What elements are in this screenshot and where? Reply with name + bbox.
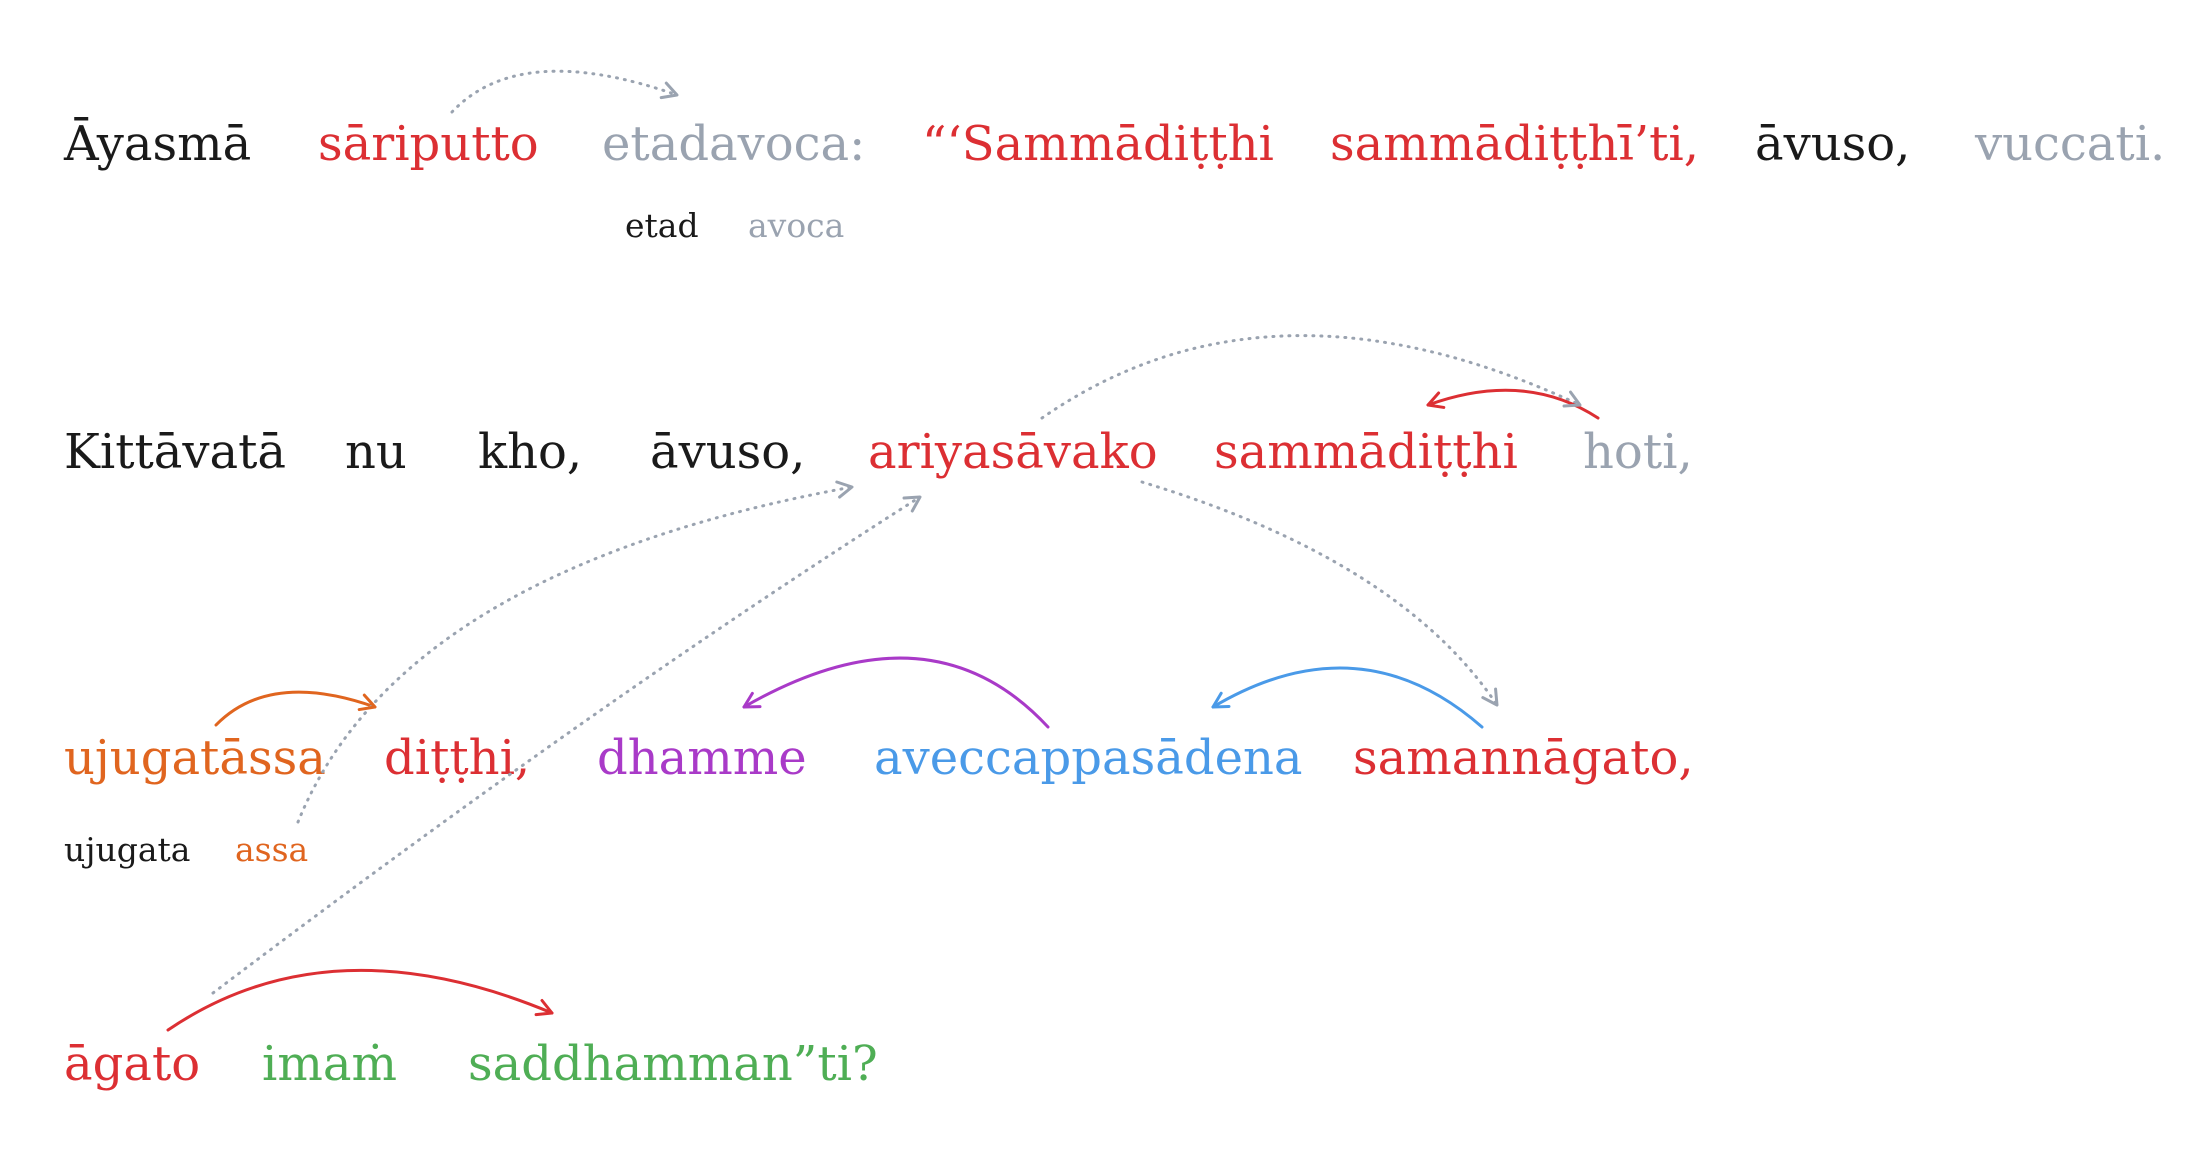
arrowhead-5: [357, 693, 377, 712]
word-kittavata: Kittāvatā: [64, 424, 287, 480]
word-sariputto: sāriputto: [318, 116, 539, 172]
word-dhamme: dhamme: [597, 730, 807, 786]
word-samannagato: samannāgato,: [1353, 730, 1694, 786]
arrowhead-1: [659, 81, 679, 100]
word-sammaditthi: sammādiṭṭhi: [1214, 424, 1518, 480]
arrowhead-3: [1426, 391, 1446, 409]
word-saddhammanti: saddhamman”ti?: [468, 1036, 878, 1092]
word-kho: kho,: [478, 424, 583, 480]
arrowhead-7: [742, 691, 762, 709]
arrowhead-9: [902, 495, 922, 513]
arc-ariyasavako-hoti: [1040, 334, 1582, 420]
arrowhead-6: [835, 480, 854, 499]
arrowhead-4: [1481, 687, 1499, 707]
arc-ujugatassa-ditthi: [214, 690, 377, 727]
subword-avoca: avoca: [748, 206, 845, 245]
arrowhead-8: [1211, 691, 1231, 709]
arc-dhamme-aveccappasadena: [742, 656, 1050, 729]
arrowhead-10: [534, 999, 554, 1017]
word-avuso-1: āvuso,: [1755, 116, 1911, 172]
word-avuso-2: āvuso,: [650, 424, 806, 480]
arc-aveccappasadena-samannagato: [1211, 666, 1484, 729]
word-imam: imaṁ: [262, 1036, 397, 1092]
arrowhead-2: [1562, 390, 1582, 408]
word-agato: āgato: [64, 1036, 201, 1092]
word-aveccappasadena: aveccappasādena: [874, 730, 1303, 786]
word-ditthi: diṭṭhi,: [384, 730, 531, 786]
word-etadavoca: etadavoca:: [602, 116, 866, 172]
arc-assa-ariyasavako: [296, 485, 854, 824]
word-sammaditthiti: sammādiṭṭhī’ti,: [1330, 116, 1699, 172]
word-hoti: hoti,: [1583, 424, 1693, 480]
arc-ariyasavako-samannagato: [1140, 480, 1499, 707]
arc-agato-ariyasavako: [211, 495, 922, 995]
subword-ujugata: ujugata: [64, 830, 191, 869]
word-ariyasavako: ariyasāvako: [868, 424, 1158, 480]
arc-agato-saddhammanti: [166, 968, 554, 1032]
subword-assa: assa: [235, 830, 309, 869]
arc-sariputto-etadavoca: [450, 69, 679, 114]
word-ayasma: Āyasmā: [64, 116, 252, 172]
word-ujugatassa: ujugatāssa: [64, 730, 326, 786]
subword-etad: etad: [625, 206, 699, 245]
word-sammaditthi-quote: “‘Sammādiṭṭhi: [922, 116, 1274, 172]
word-vuccati: vuccati.: [1975, 116, 2166, 172]
word-nu: nu: [345, 424, 407, 480]
arc-hoti-sammaditthi: [1426, 388, 1600, 420]
